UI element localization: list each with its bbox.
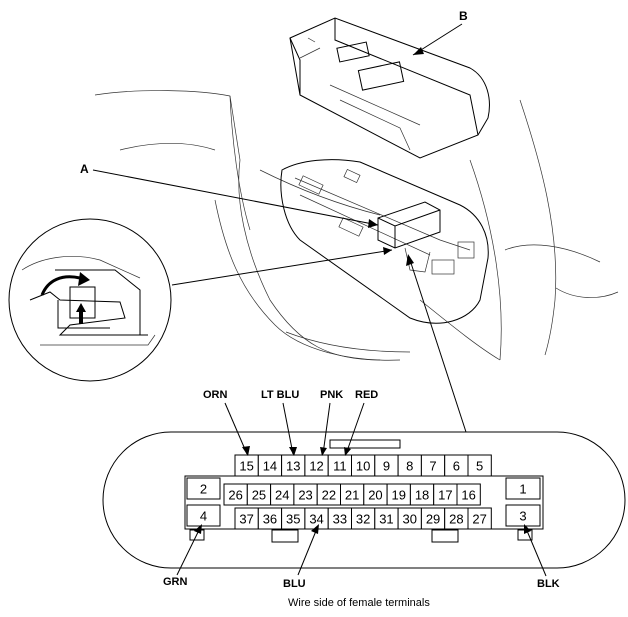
- terminal-number: 33: [333, 512, 347, 527]
- terminal-number: 15: [239, 459, 253, 474]
- release-tab-detail: [8, 218, 172, 382]
- callout-a-leader: [92, 169, 379, 226]
- terminal-number: 12: [309, 459, 323, 474]
- wire-label-grn: GRN: [163, 576, 188, 588]
- terminal-number: 19: [392, 488, 406, 503]
- terminal-number: 23: [298, 488, 312, 503]
- terminal-number: 22: [322, 488, 336, 503]
- door-panel-illustration: [94, 90, 619, 361]
- terminal-frame: [271, 529, 299, 543]
- terminal-frame: [431, 529, 459, 543]
- terminal-number: 20: [368, 488, 382, 503]
- terminal-number: 7: [429, 459, 436, 474]
- wire-leaders: [176, 402, 547, 577]
- terminal-number: 34: [309, 512, 323, 527]
- terminal-number: 26: [228, 488, 242, 503]
- wire-label-pnk: PNK: [320, 389, 343, 401]
- terminal-number: 25: [252, 488, 266, 503]
- terminal-number: 31: [379, 512, 393, 527]
- terminal-number: 18: [415, 488, 429, 503]
- terminal-cell: [186, 504, 221, 527]
- terminal-number: 35: [286, 512, 300, 527]
- terminal-number: 37: [239, 512, 253, 527]
- callout-b-label: B: [459, 9, 468, 23]
- terminal-cell: [456, 483, 481, 506]
- terminal-number: 2: [200, 482, 207, 497]
- terminal-number: 10: [356, 459, 370, 474]
- terminal-number: 16: [461, 488, 475, 503]
- wire-label-blu: BLU: [283, 578, 306, 590]
- terminal-number: 4: [200, 509, 207, 524]
- power-window-switch-b: [289, 17, 490, 159]
- connector-face-leader: [409, 259, 467, 433]
- diagram-caption: Wire side of female terminals: [288, 597, 430, 609]
- callout-a-label: A: [80, 162, 89, 176]
- wire-label-blk: BLK: [537, 578, 560, 590]
- terminal-number: 9: [383, 459, 390, 474]
- terminal-number: 13: [286, 459, 300, 474]
- terminal-number: 11: [333, 459, 347, 474]
- terminal-number: 36: [263, 512, 277, 527]
- wire-label-red: RED: [355, 389, 378, 401]
- door-armrest: [280, 159, 489, 324]
- terminal-number: 29: [426, 512, 440, 527]
- terminal-number: 28: [449, 512, 463, 527]
- terminal-cell: [186, 477, 221, 500]
- detail-leader: [171, 249, 393, 286]
- terminal-number: 5: [476, 459, 483, 474]
- terminal-number: 27: [472, 512, 486, 527]
- terminal-cell: [505, 477, 541, 500]
- terminal-number: 32: [356, 512, 370, 527]
- terminal-frame: [184, 475, 544, 530]
- terminal-number: 30: [403, 512, 417, 527]
- terminal-number: 6: [453, 459, 460, 474]
- terminal-cell: [505, 504, 541, 527]
- terminal-number: 21: [345, 488, 359, 503]
- terminal-number: 24: [275, 488, 289, 503]
- terminal-number: 1: [519, 482, 526, 497]
- wire-label-lt-blu: LT BLU: [261, 389, 299, 401]
- wire-label-orn: ORN: [203, 389, 228, 401]
- terminal-number: 3: [519, 509, 526, 524]
- terminal-number: 17: [438, 488, 452, 503]
- connector-housing: [102, 431, 626, 569]
- terminal-number: 14: [263, 459, 277, 474]
- terminal-number: 8: [406, 459, 413, 474]
